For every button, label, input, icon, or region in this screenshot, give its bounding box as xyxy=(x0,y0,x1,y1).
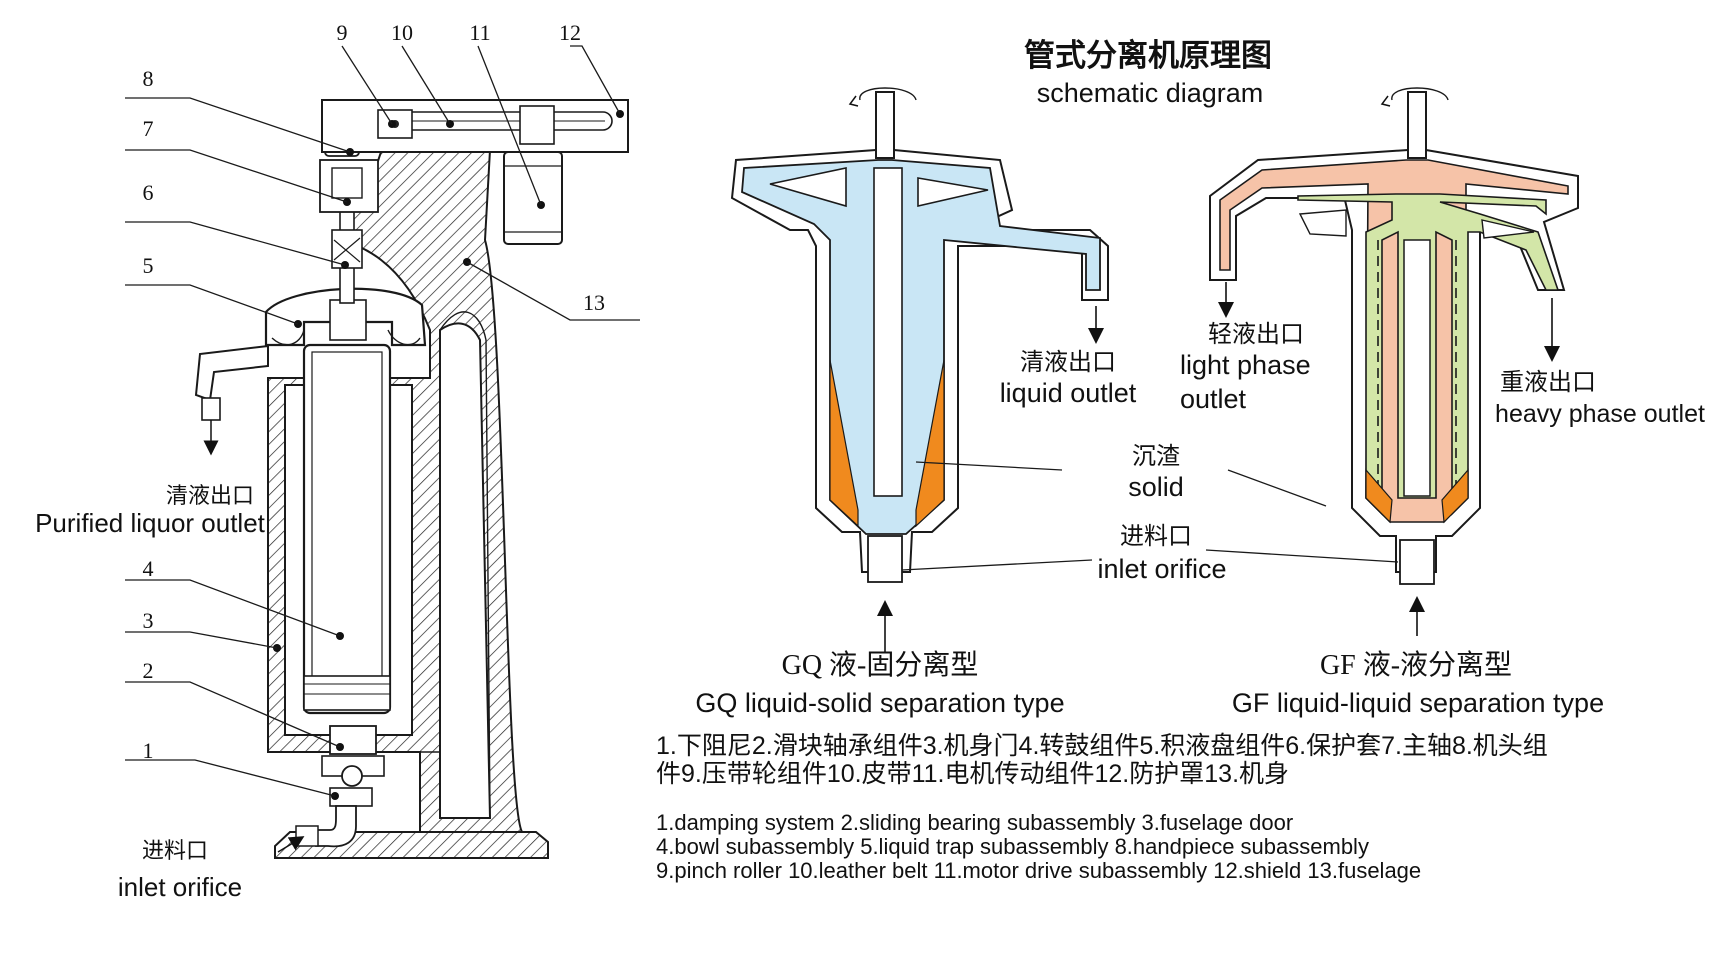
gq-schematic xyxy=(730,87,1109,652)
part-number-7: 7 xyxy=(143,116,154,141)
gf-heavy-en: heavy phase outlet xyxy=(1495,400,1705,428)
part-number-12: 12 xyxy=(559,20,581,45)
gf-solid-left xyxy=(1365,468,1393,524)
part-number-10: 10 xyxy=(391,20,413,45)
part-number-13: 13 xyxy=(583,290,605,315)
part-number-11: 11 xyxy=(469,20,490,45)
gf-light-zh: 轻液出口 xyxy=(1208,321,1304,348)
legend-zh-line-2: 件9.压带轮组件10.皮带11.电机传动组件12.防护罩13.机身 xyxy=(656,760,1289,788)
part-number-6: 6 xyxy=(143,180,154,205)
part-numbers: 1 2 3 4 5 6 7 8 9 10 11 12 13 xyxy=(143,20,606,763)
gq-solid-left xyxy=(829,359,859,528)
purified-outlet-en: Purified liquor outlet xyxy=(35,508,266,538)
solid-zh: 沉渣 xyxy=(1132,443,1180,470)
purified-outlet-zh: 清液出口 xyxy=(166,483,254,508)
part-leaders xyxy=(125,45,640,797)
gf-type-zh: GF 液-液分离型 xyxy=(1320,649,1512,681)
purified-outlet-pipe xyxy=(194,344,269,402)
center-inlet-en: inlet orifice xyxy=(1097,554,1226,584)
gq-type-zh: GQ 液-固分离型 xyxy=(782,649,979,681)
legend-en-line-2: 4.bowl subassembly 5.liquid trap subasse… xyxy=(656,834,1369,859)
gq-outlet-zh: 清液出口 xyxy=(1020,349,1116,376)
part-number-3: 3 xyxy=(143,608,154,633)
part-number-1: 1 xyxy=(143,738,154,763)
title-en: schematic diagram xyxy=(1037,78,1264,108)
part-number-4: 4 xyxy=(143,556,154,581)
gf-heavy-zh: 重液出口 xyxy=(1500,369,1596,396)
gf-solid-right xyxy=(1441,468,1469,524)
part-number-2: 2 xyxy=(143,658,154,683)
pinch-roller xyxy=(377,109,413,139)
part-number-8: 8 xyxy=(143,66,154,91)
center-inlet-zh: 进料口 xyxy=(1120,523,1192,550)
machine-section: 1 2 3 4 5 6 7 8 9 10 11 12 13 清液出口 Purif… xyxy=(35,20,640,902)
gf-light-en-1: light phase xyxy=(1180,350,1311,380)
left-inlet-zh: 进料口 xyxy=(142,838,208,863)
center-leaders xyxy=(901,461,1399,571)
bowl-assembly xyxy=(302,343,392,715)
gf-schematic xyxy=(1209,87,1579,636)
damping-ball xyxy=(341,765,363,787)
part-number-9: 9 xyxy=(337,20,348,45)
gq-solid-right xyxy=(915,359,945,528)
legend-en-line-1: 1.damping system 2.sliding bearing subas… xyxy=(656,810,1293,835)
left-inlet-en: inlet orifice xyxy=(118,872,242,902)
legend-zh-line-1: 1.下阻尼2.滑块轴承组件3.机身门4.转鼓组件5.积液盘组件6.保护套7.主轴… xyxy=(656,732,1548,760)
solid-en: solid xyxy=(1128,472,1184,502)
gq-liquid xyxy=(741,159,1101,535)
motor xyxy=(503,151,563,245)
inlet-pipe xyxy=(315,805,357,848)
title-zh: 管式分离机原理图 xyxy=(1024,38,1272,73)
part-number-5: 5 xyxy=(143,253,154,278)
legend-en-line-3: 9.pinch roller 10.leather belt 11.motor … xyxy=(656,858,1421,883)
sliding-bearing xyxy=(329,725,377,755)
gq-outlet-en: liquid outlet xyxy=(1000,378,1137,408)
gq-type-en: GQ liquid-solid separation type xyxy=(695,688,1064,718)
gf-type-en: GF liquid-liquid separation type xyxy=(1232,688,1604,718)
gf-light-en-2: outlet xyxy=(1180,384,1247,414)
parts-legend: 1.下阻尼2.滑块轴承组件3.机身门4.转鼓组件5.积液盘组件6.保护套7.主轴… xyxy=(656,732,1548,883)
